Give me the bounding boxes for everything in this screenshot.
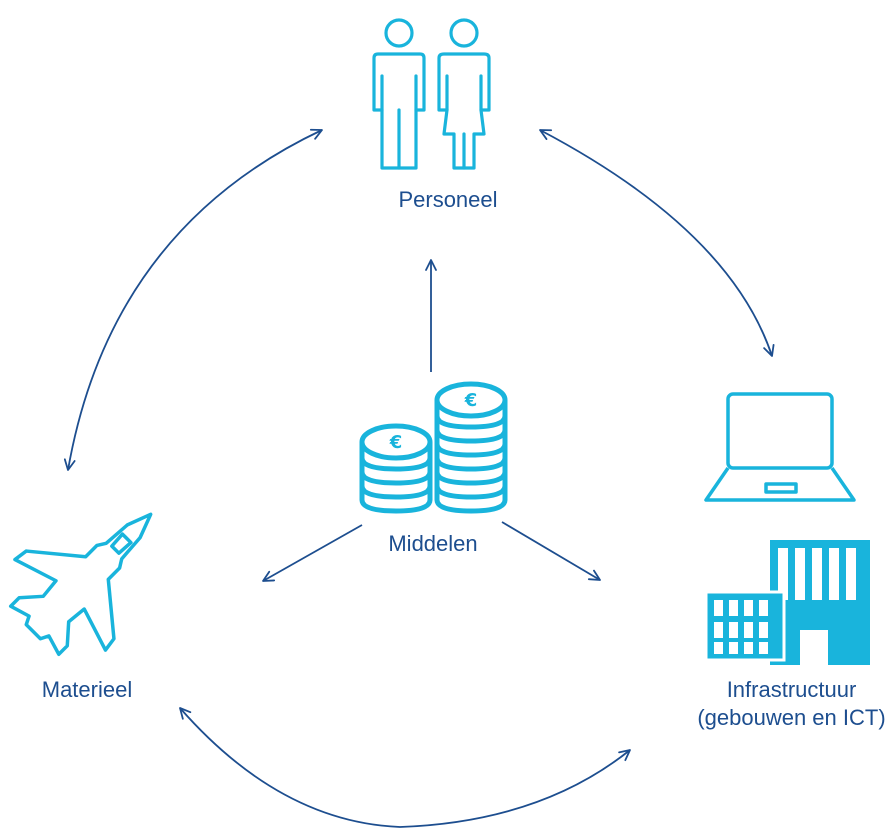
label-infrastructuur-line2: (gebouwen en ICT) — [697, 705, 886, 730]
label-personeel: Personeel — [398, 187, 498, 212]
arrow-middelen-materieel — [262, 524, 363, 582]
coin-euro-symbol-right: € — [464, 390, 478, 411]
label-materieel: Materieel — [41, 677, 133, 702]
label-middelen: Middelen — [368, 530, 498, 558]
arrow-materieel-infrastructuur — [179, 707, 631, 828]
middelen-arrows — [262, 259, 601, 582]
people-icon — [372, 18, 491, 170]
coin-stacks-euro-icon — [359, 381, 508, 514]
coin-euro-symbol-left: € — [389, 432, 403, 453]
arrow-middelen-infrastructuur — [501, 521, 601, 581]
label-infrastructuur-line1: Infrastructuur — [726, 677, 857, 702]
label-infrastructuur: Infrastructuur (gebouwen en ICT) — [690, 676, 893, 732]
fighter-jet-icon — [8, 512, 153, 657]
arrow-personeel-infrastructuur — [539, 129, 775, 357]
arrow-personeel-materieel — [63, 128, 323, 471]
laptop-icon — [704, 392, 856, 502]
cycle-arrows — [63, 128, 775, 828]
office-building-icon — [704, 540, 870, 665]
